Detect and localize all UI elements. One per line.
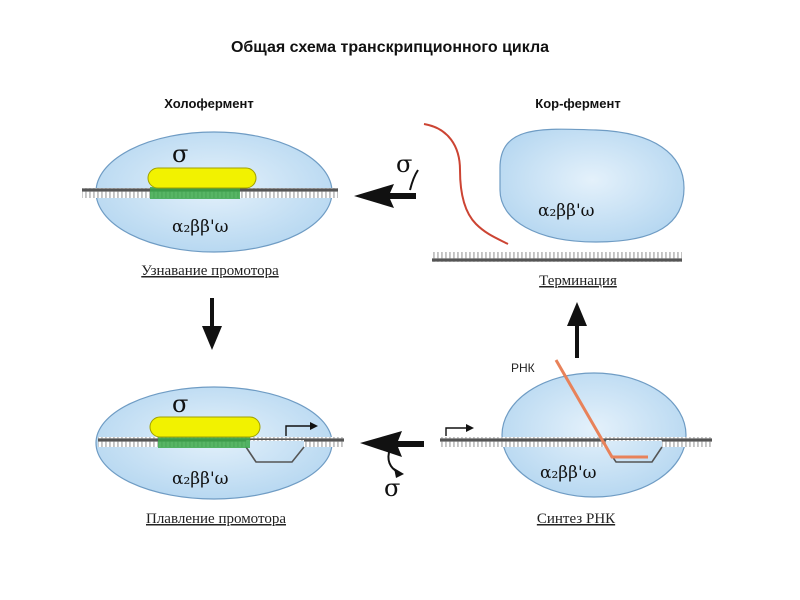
promoter-region xyxy=(158,436,250,448)
stage-label-melting: Плавление промотора xyxy=(146,511,286,527)
sigma-label: σ xyxy=(172,140,188,168)
stage-label-recognition: Узнавание промотора xyxy=(141,263,279,279)
released-sigma-label: σ xyxy=(384,474,400,502)
core-enzyme-body xyxy=(500,129,684,242)
released-rna xyxy=(424,124,508,244)
start-site-arrow xyxy=(446,428,466,436)
polymerase-label: α₂ββ'ω xyxy=(540,463,597,483)
polymerase-label: α₂ββ'ω xyxy=(538,201,595,221)
dna-duplex-left xyxy=(440,437,606,447)
stage-label-synthesis: Синтез РНК xyxy=(537,511,616,527)
sigma-factor xyxy=(148,168,256,188)
rebinding-sigma-label: σ xyxy=(396,150,412,178)
arrow-synthesis-to-termination xyxy=(567,302,587,358)
heading-core-enzyme: Кор-фермент xyxy=(535,96,620,111)
arrow-termination-to-recognition: σ xyxy=(354,150,418,208)
stage-melting-graphic: σ α₂ββ'ω xyxy=(96,387,344,499)
dna-duplex xyxy=(432,252,682,262)
promoter-region xyxy=(150,187,240,199)
stage-label-termination: Терминация xyxy=(539,273,617,289)
sigma-label: σ xyxy=(172,390,188,418)
dna-duplex-right xyxy=(662,437,712,447)
stage-termination-graphic: α₂ββ'ω xyxy=(424,124,684,262)
stage-synthesis-graphic: α₂ββ'ω РНК xyxy=(440,360,712,497)
start-site-arrowhead xyxy=(466,424,474,432)
sigma-factor xyxy=(150,417,260,437)
arrow-recognition-to-melting xyxy=(202,298,222,350)
heading-holoenzyme: Холофермент xyxy=(164,96,253,111)
arrow-melting-to-synthesis: σ xyxy=(360,431,424,502)
diagram-title: Общая схема транскрипционного цикла xyxy=(231,39,549,56)
polymerase-label: α₂ββ'ω xyxy=(172,217,229,237)
polymerase-label: α₂ββ'ω xyxy=(172,469,229,489)
dna-open-top-strand xyxy=(246,437,304,441)
dna-duplex-right xyxy=(304,437,344,447)
stage-recognition-graphic: σ α₂ββ'ω xyxy=(82,132,338,252)
rna-label: РНК xyxy=(511,361,535,375)
dna-open-top-strand xyxy=(606,437,662,441)
